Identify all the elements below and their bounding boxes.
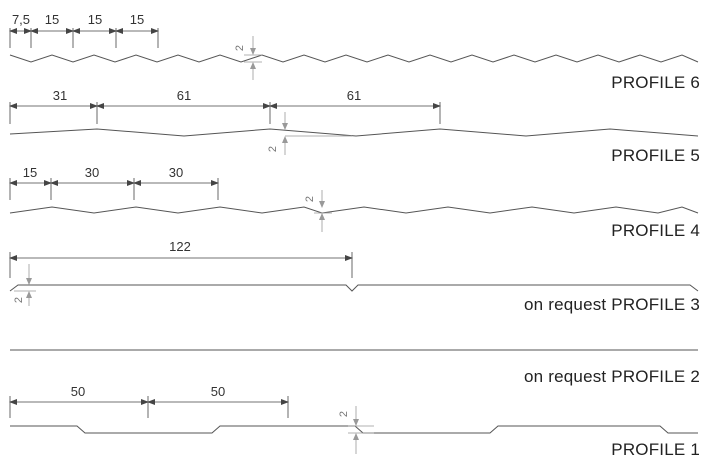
profile-4-dim-label: 15 xyxy=(23,165,37,180)
profile-6-depth-label: 2 xyxy=(234,45,246,51)
profile-5-group: 31 61 61 2 xyxy=(9,88,699,155)
profile-1-group: 50 50 2 xyxy=(9,384,698,454)
profile-4-depth-label: 2 xyxy=(304,196,316,202)
profile-4-title: PROFILE 4 xyxy=(611,221,700,240)
profile-3-group: 122 2 xyxy=(9,239,699,306)
profile-5-dim-label: 61 xyxy=(177,88,191,103)
profile-6-group: 7,5 15 15 15 2 xyxy=(9,12,699,80)
profile-1-title: PROFILE 1 xyxy=(611,440,700,459)
profile-6-line xyxy=(9,54,699,63)
profile-5-dim-label: 61 xyxy=(347,88,361,103)
profile-5-title: PROFILE 5 xyxy=(611,146,700,165)
profile-2-title: on request PROFILE 2 xyxy=(524,367,700,386)
profile-6-dim-label: 15 xyxy=(45,12,59,27)
profile-4-line xyxy=(9,206,699,214)
profile-1-depth-label: 2 xyxy=(338,411,350,417)
profile-5-dim-label: 31 xyxy=(53,88,67,103)
profile-6-dim-label: 7,5 xyxy=(12,12,30,27)
profile-4-group: 15 30 30 2 xyxy=(9,165,699,232)
profile-3-dim-label: 122 xyxy=(169,239,191,254)
profile-6-dim-label: 15 xyxy=(130,12,144,27)
profile-4-dim-label: 30 xyxy=(85,165,99,180)
profile-5-depth-label: 2 xyxy=(267,146,279,152)
profile-1-dim-label: 50 xyxy=(71,384,85,399)
profile-1-dim-label: 50 xyxy=(211,384,225,399)
profile-5-line xyxy=(9,128,699,137)
profile-4-dim-label: 30 xyxy=(169,165,183,180)
profile-6-title: PROFILE 6 xyxy=(611,73,700,92)
profile-3-line xyxy=(9,284,699,292)
profile-3-depth-label: 2 xyxy=(13,297,25,303)
profile-1-line xyxy=(10,425,698,434)
profile-3-title: on request PROFILE 3 xyxy=(524,295,700,314)
profile-6-dim-label: 15 xyxy=(88,12,102,27)
